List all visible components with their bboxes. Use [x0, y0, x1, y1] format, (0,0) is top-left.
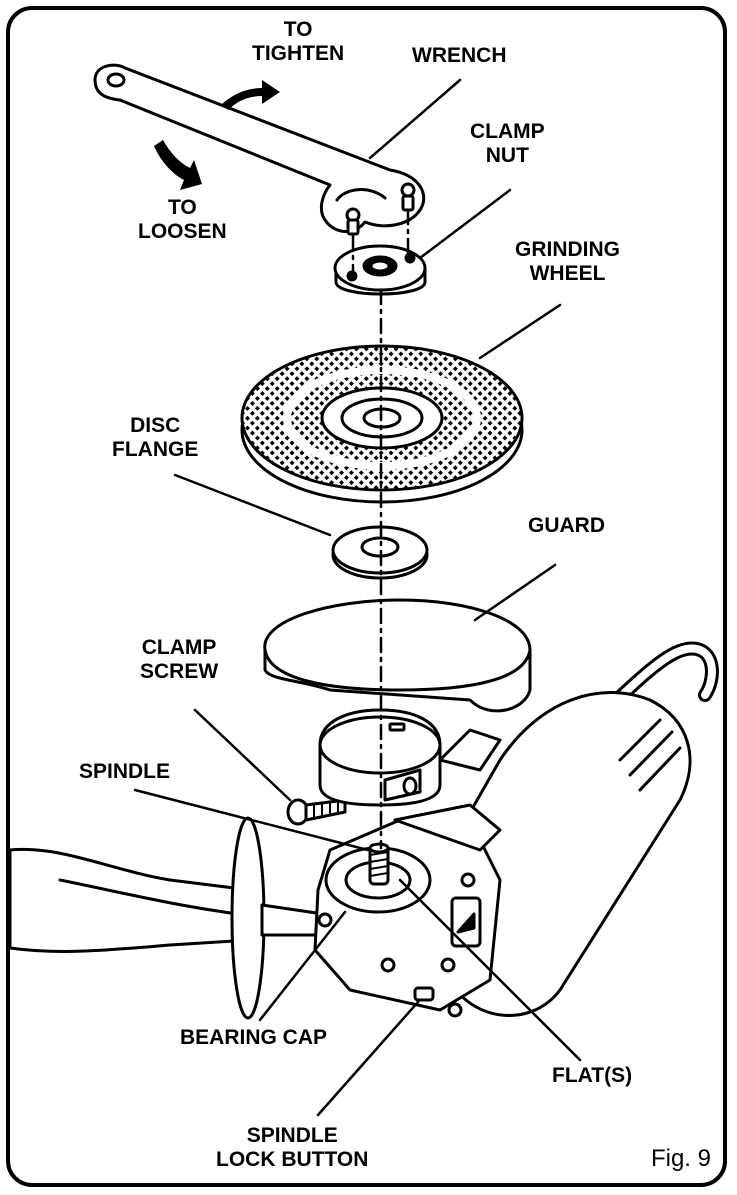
label-disc-flange: DISC FLANGE	[112, 414, 198, 462]
label-flats-text: FLAT(S)	[552, 1064, 633, 1087]
label-wrench: WRENCH	[412, 44, 507, 68]
label-spindle-lock-button-line1: SPINDLE	[246, 1124, 338, 1147]
side-handle-grip-line	[58, 878, 247, 917]
spindle-threads	[369, 851, 389, 877]
label-bearing-cap-text: BEARING CAP	[180, 1026, 328, 1049]
label-grinding-wheel: GRINDING WHEEL	[515, 238, 620, 286]
label-to-loosen-line1: TO	[167, 196, 197, 219]
label-spindle-text: SPINDLE	[79, 760, 171, 783]
assembly-axis	[351, 208, 410, 850]
leader-lines	[133, 78, 582, 1117]
label-to-loosen-line2: LOOSEN	[138, 220, 227, 243]
label-to-loosen: TO LOOSEN	[138, 196, 227, 244]
spindle-lock-button	[413, 986, 435, 1002]
motor-grip-ribs	[618, 718, 682, 792]
gear-head-top	[393, 803, 502, 852]
clamp-nut	[333, 244, 427, 296]
label-disc-flange-line2: FLANGE	[112, 438, 199, 461]
guard	[263, 598, 532, 807]
label-clamp-screw: CLAMP SCREW	[140, 636, 218, 684]
wrench	[93, 63, 426, 233]
label-bearing-cap: BEARING CAP	[180, 1026, 327, 1050]
side-handle-guard-disc	[230, 816, 266, 1020]
label-flats: FLAT(S)	[552, 1064, 632, 1088]
label-guard: GUARD	[528, 514, 605, 538]
label-grinding-wheel-line2: WHEEL	[529, 262, 606, 285]
label-clamp-screw-line1: CLAMP	[141, 636, 217, 659]
figure-frame	[6, 6, 727, 1187]
head-screws	[317, 872, 476, 1018]
switch-arrow	[456, 912, 476, 934]
label-to-tighten-line2: TIGHTEN	[252, 42, 345, 65]
label-clamp-nut-line1: CLAMP	[470, 120, 545, 143]
label-spindle-lock-button-line2: LOCK BUTTON	[216, 1148, 369, 1171]
label-to-tighten: TO TIGHTEN	[252, 18, 344, 66]
label-guard-text: GUARD	[528, 514, 605, 537]
clamp-screw	[286, 798, 347, 826]
wrench-pins	[346, 194, 415, 236]
label-disc-flange-line1: DISC	[130, 414, 181, 437]
power-cord	[593, 641, 719, 722]
figure-caption: Fig. 9	[650, 1145, 711, 1172]
label-clamp-nut-line2: NUT	[485, 144, 529, 167]
label-clamp-nut: CLAMP NUT	[470, 120, 545, 168]
label-wrench-text: WRENCH	[412, 44, 507, 67]
label-spindle-lock-button: SPINDLE LOCK BUTTON	[216, 1124, 368, 1172]
label-to-tighten-line1: TO	[283, 18, 313, 41]
spindle-top	[368, 842, 390, 854]
label-clamp-screw-line2: SCREW	[140, 660, 219, 683]
tighten-arrow	[222, 80, 280, 110]
label-grinding-wheel-line1: GRINDING	[515, 238, 620, 261]
label-spindle: SPINDLE	[79, 760, 170, 784]
loosen-arrow	[154, 140, 202, 190]
side-handle	[8, 847, 252, 953]
